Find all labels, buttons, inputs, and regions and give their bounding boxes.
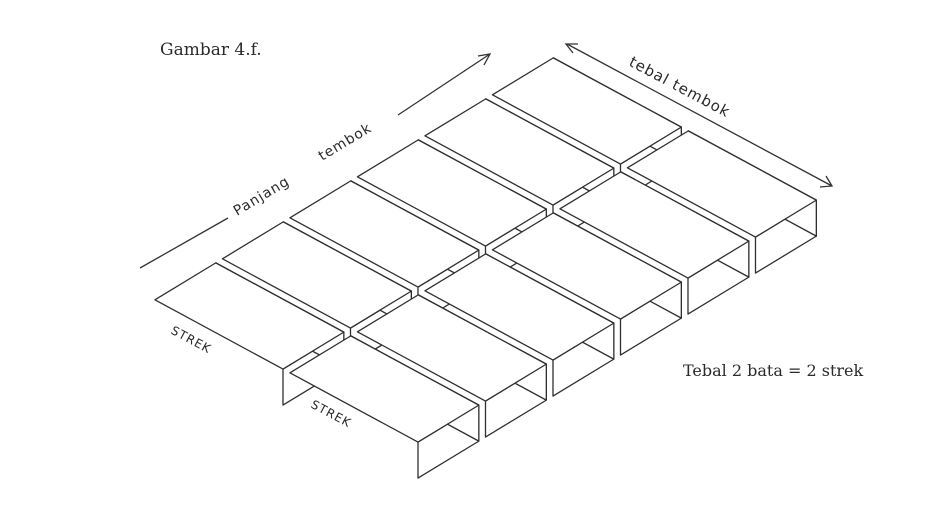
length-label-tembok: tembok: [316, 120, 375, 164]
length-arrow: [139, 53, 492, 269]
brick-2-3: [424, 253, 615, 397]
figure-caption: Gambar 4.f.: [160, 40, 262, 60]
brick-top-face: [289, 180, 480, 288]
brick-top-face: [424, 253, 615, 361]
brick-top-face: [491, 57, 682, 165]
brick-2-1: [289, 335, 480, 479]
brick-top-face: [356, 139, 547, 247]
brick-grid: [154, 57, 817, 479]
brick-top-face: [559, 171, 750, 279]
brick-top-face: [221, 221, 412, 329]
brick-top-face: [154, 262, 345, 370]
brick-2-6: [626, 130, 817, 274]
brick-top-face: [626, 130, 817, 238]
brick-top-face: [491, 212, 682, 320]
brick-2-4: [491, 212, 682, 356]
brick-top-face: [356, 294, 547, 402]
brick-2-2: [356, 294, 547, 438]
length-label-panjang: Panjang: [231, 174, 293, 220]
brick-top-face: [289, 335, 480, 443]
brick-top-face: [424, 98, 615, 206]
figure-note: Tebal 2 bata = 2 strek: [683, 361, 864, 380]
brick-2-5: [559, 171, 750, 315]
thickness-arrow: [564, 43, 834, 188]
